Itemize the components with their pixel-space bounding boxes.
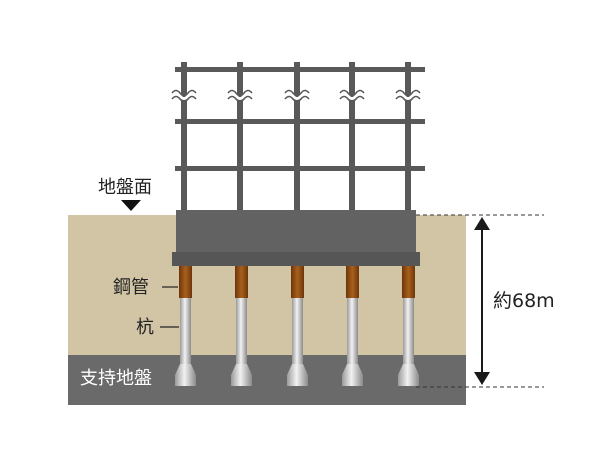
- pile-base: [175, 364, 196, 386]
- pile-shaft: [403, 298, 414, 364]
- pile: [287, 266, 308, 386]
- pile-shaft: [292, 298, 303, 364]
- steel-pipe-segment: [235, 266, 248, 298]
- pile-base: [231, 364, 252, 386]
- steel-pipe-segment: [291, 266, 304, 298]
- foundation-slab: [176, 210, 416, 252]
- pile-base: [287, 364, 308, 386]
- frame-beam: [175, 166, 425, 171]
- pile-shaft: [347, 298, 358, 364]
- steel-pipe-segment: [402, 266, 415, 298]
- pile: [398, 266, 419, 386]
- pile: [342, 266, 363, 386]
- pile-label: 杭: [136, 317, 154, 338]
- foundation-footing: [172, 252, 420, 266]
- bearing-layer-label: 支持地盤: [80, 368, 152, 389]
- frame-column: [349, 62, 355, 212]
- steel-pipe-segment: [179, 266, 192, 298]
- frame-beam: [175, 67, 425, 72]
- ground-surface-label: 地盤面: [98, 177, 152, 198]
- double-arrow-icon: [474, 217, 490, 385]
- steel-pipe-segment: [346, 266, 359, 298]
- wave-break-icon: [171, 89, 421, 103]
- frame-column: [294, 62, 300, 212]
- frame-column: [181, 62, 187, 212]
- frame-column: [237, 62, 243, 212]
- pile: [231, 266, 252, 386]
- pile-base: [342, 364, 363, 386]
- pile-shaft: [180, 298, 191, 364]
- steel-pipe-label: 鋼管: [113, 277, 149, 298]
- frame-beam: [175, 119, 425, 124]
- depth-label: 約68m: [493, 290, 555, 312]
- wave-break-icon: [170, 92, 422, 100]
- pile-base: [398, 364, 419, 386]
- pile: [175, 266, 196, 386]
- building-frame: [175, 62, 425, 212]
- pile-shaft: [236, 298, 247, 364]
- frame-column: [405, 62, 411, 212]
- down-triangle-icon: [121, 200, 141, 211]
